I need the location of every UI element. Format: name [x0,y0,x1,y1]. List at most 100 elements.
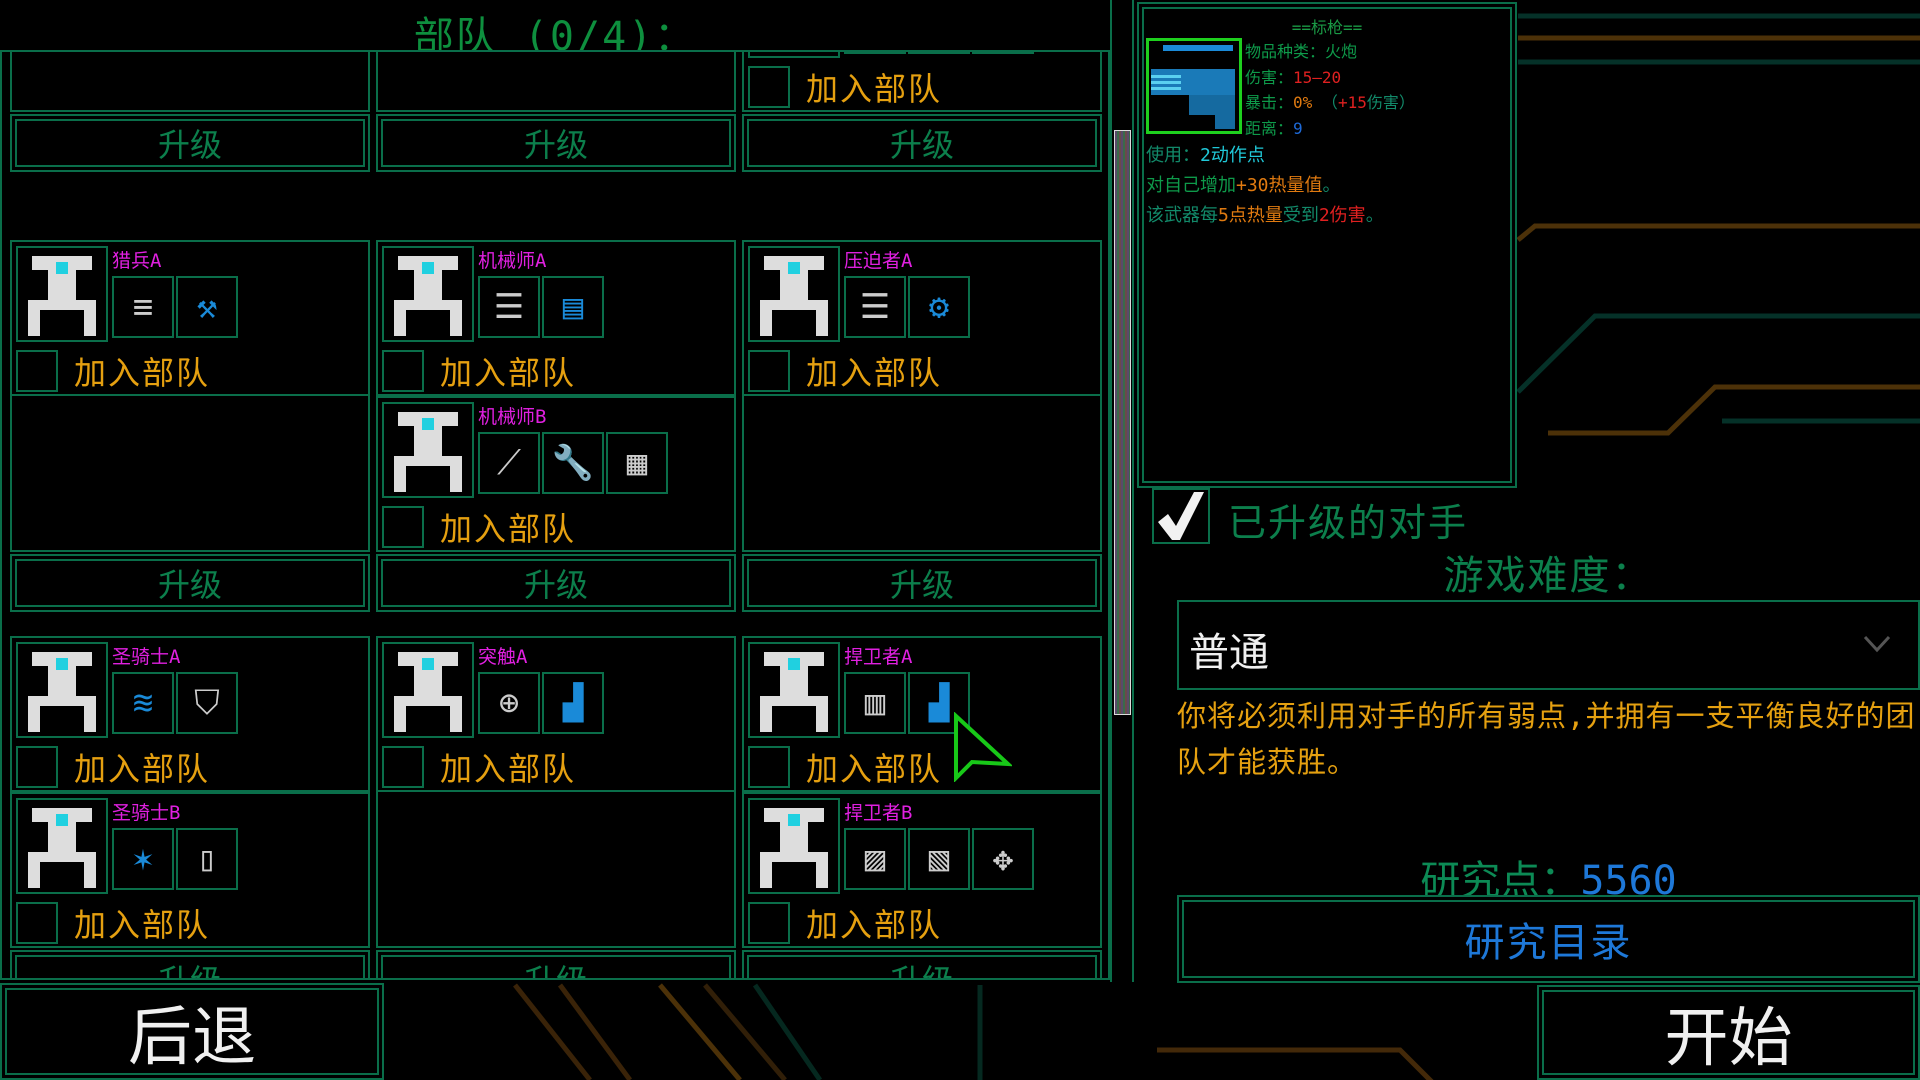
join-squad-checkbox[interactable] [382,350,424,392]
join-squad-toggle[interactable]: 加入部队 [16,348,210,394]
claw-icon: ✷ [908,52,970,54]
join-squad-toggle[interactable]: 加入部队 [748,900,942,946]
upgrade-button[interactable]: 升级 [376,554,736,612]
console-icon: ▦ [606,432,668,494]
javelin-cannon-icon [1146,38,1242,134]
upgrade-button[interactable]: 升级 [10,554,370,612]
item-type-value: 火炮 [1325,42,1358,61]
scrollbar-thumb[interactable] [1114,130,1131,715]
upgrade-button[interactable]: 升级 [742,554,1102,612]
unit-weapons: ☰▤ [478,276,604,338]
join-squad-checkbox[interactable] [748,350,790,392]
railgun-icon: ≡ [112,276,174,338]
paladin-mech-icon [16,798,108,894]
unit-card: 压迫者A☰⚙加入部队 [742,240,1102,396]
difficulty-description: 你将必须利用对手的所有弱点,并拥有一支平衡良好的团队才能获胜。 [1177,699,1916,779]
mechanic-tank-icon [382,402,474,498]
unit-weapons: ≋⛉ [112,672,238,734]
chevron-down-icon [1863,635,1891,653]
join-squad-label: 加入部队 [440,750,577,788]
mouse-cursor-icon [954,712,1012,782]
item-type-label: 物品种类： [1245,42,1326,61]
join-squad-label: 加入部队 [440,354,577,392]
missile-pod-icon: ▨ [844,828,906,890]
join-squad-label: 加入部队 [806,750,943,788]
join-squad-checkbox[interactable] [382,506,424,548]
crit-bonus-open: （ [1321,93,1338,112]
join-squad-checkbox[interactable] [16,746,58,788]
join-squad-checkbox[interactable] [748,66,790,108]
join-squad-toggle[interactable]: 加入部队 [16,900,210,946]
unit-grid-scrollbar[interactable] [1110,0,1134,982]
crit-bonus-close: ） [1398,93,1415,112]
unit-name: 圣骑士A [112,646,181,668]
difficulty-select[interactable]: 普通 [1177,600,1920,690]
join-squad-toggle[interactable]: 加入部队 [382,744,576,790]
paladin-mech-icon [16,642,108,738]
upgrade-button[interactable]: 升级 [742,950,1102,978]
range-label: 距离： [1245,119,1294,138]
join-squad-checkbox[interactable] [16,902,58,944]
join-squad-toggle[interactable]: 加入部队 [748,64,942,110]
energy-spear-icon: ✶ [112,828,174,890]
defender-mech-icon [748,798,840,894]
unit-card: 捍卫者A▥▟加入部队 [742,636,1102,792]
join-squad-label: 加入部队 [806,70,943,108]
dmg-prefix: 该武器每 [1146,205,1218,226]
unit-weapons: ✶▯ [112,828,238,890]
blue-cannon-icon: ▟ [542,672,604,734]
difficulty-value: 普通 [1189,630,1269,676]
unit-name: 机械师B [478,406,547,428]
unit-card: 机械师B ⟋🔧▦ 加入部队 [376,396,736,552]
heat-value: +30热量值 [1236,175,1323,196]
upgrade-button[interactable]: 升级 [10,114,370,172]
upgraded-opponents-checkbox[interactable] [1152,488,1210,544]
gear-icon: ⚙ [908,276,970,338]
unit-weapons: ⊕▟ [478,672,604,734]
unit-card: 猎兵A≡⚒加入部队 [10,240,370,396]
join-squad-checkbox[interactable] [748,902,790,944]
start-button[interactable]: 开始 [1537,985,1920,1080]
dmg-suffix: 。 [1365,205,1384,226]
unit-name: 圣骑士B [112,802,181,824]
unit-card: ⊕✷⛊加入部队 [742,52,1102,112]
gatling-icon: ☰ [478,276,540,338]
upgrade-button[interactable]: 升级 [376,114,736,172]
join-squad-toggle[interactable]: 加入部队 [748,348,942,394]
unit-name: 捍卫者B [844,802,913,824]
unit-weapons: ⟋🔧▦ [478,432,668,494]
use-label: 使用： [1146,145,1200,166]
join-squad-toggle[interactable]: 加入部队 [382,348,576,394]
join-squad-checkbox[interactable] [16,350,58,392]
join-squad-checkbox[interactable] [382,746,424,788]
unit-group-frame [376,52,736,112]
checkmark-icon [1158,492,1204,540]
unit-card: 机械师A☰▤加入部队 [376,240,736,396]
upgrade-button[interactable]: 升级 [10,950,370,978]
join-squad-label: 加入部队 [440,510,577,548]
drill-arm-icon: ⟋ [478,432,540,494]
unit-weapons: ▨▧✥ [844,828,1034,890]
gatling-icon: ☰ [844,276,906,338]
join-squad-label: 加入部队 [74,906,211,944]
join-squad-toggle[interactable]: 加入部队 [16,744,210,790]
research-catalog-button[interactable]: 研究目录 [1177,895,1920,983]
upgrade-button[interactable]: 升级 [742,114,1102,172]
dmg-heat: 5点热量 [1218,205,1283,226]
unit-card: 圣骑士B ✶▯ 加入部队 [10,792,370,948]
join-squad-label: 加入部队 [74,354,211,392]
dmg-mid: 受到 [1282,205,1319,226]
crosshair-icon: ✥ [972,828,1034,890]
unit-weapons: ☰⚙ [844,276,970,338]
unit-name: 捍卫者A [844,646,913,668]
back-button[interactable]: 后退 [0,983,384,1080]
join-squad-toggle[interactable]: 加入部队 [748,744,942,790]
join-squad-toggle[interactable]: 加入部队 [382,504,576,550]
monitor-icon: ▤ [542,276,604,338]
missile-pod-2-icon: ▧ [908,828,970,890]
join-squad-label: 加入部队 [806,906,943,944]
join-squad-checkbox[interactable] [748,746,790,788]
upgrade-button[interactable]: 升级 [376,950,736,978]
scout-mech-icon [16,246,108,342]
reactor-icon: ⊕ [478,672,540,734]
